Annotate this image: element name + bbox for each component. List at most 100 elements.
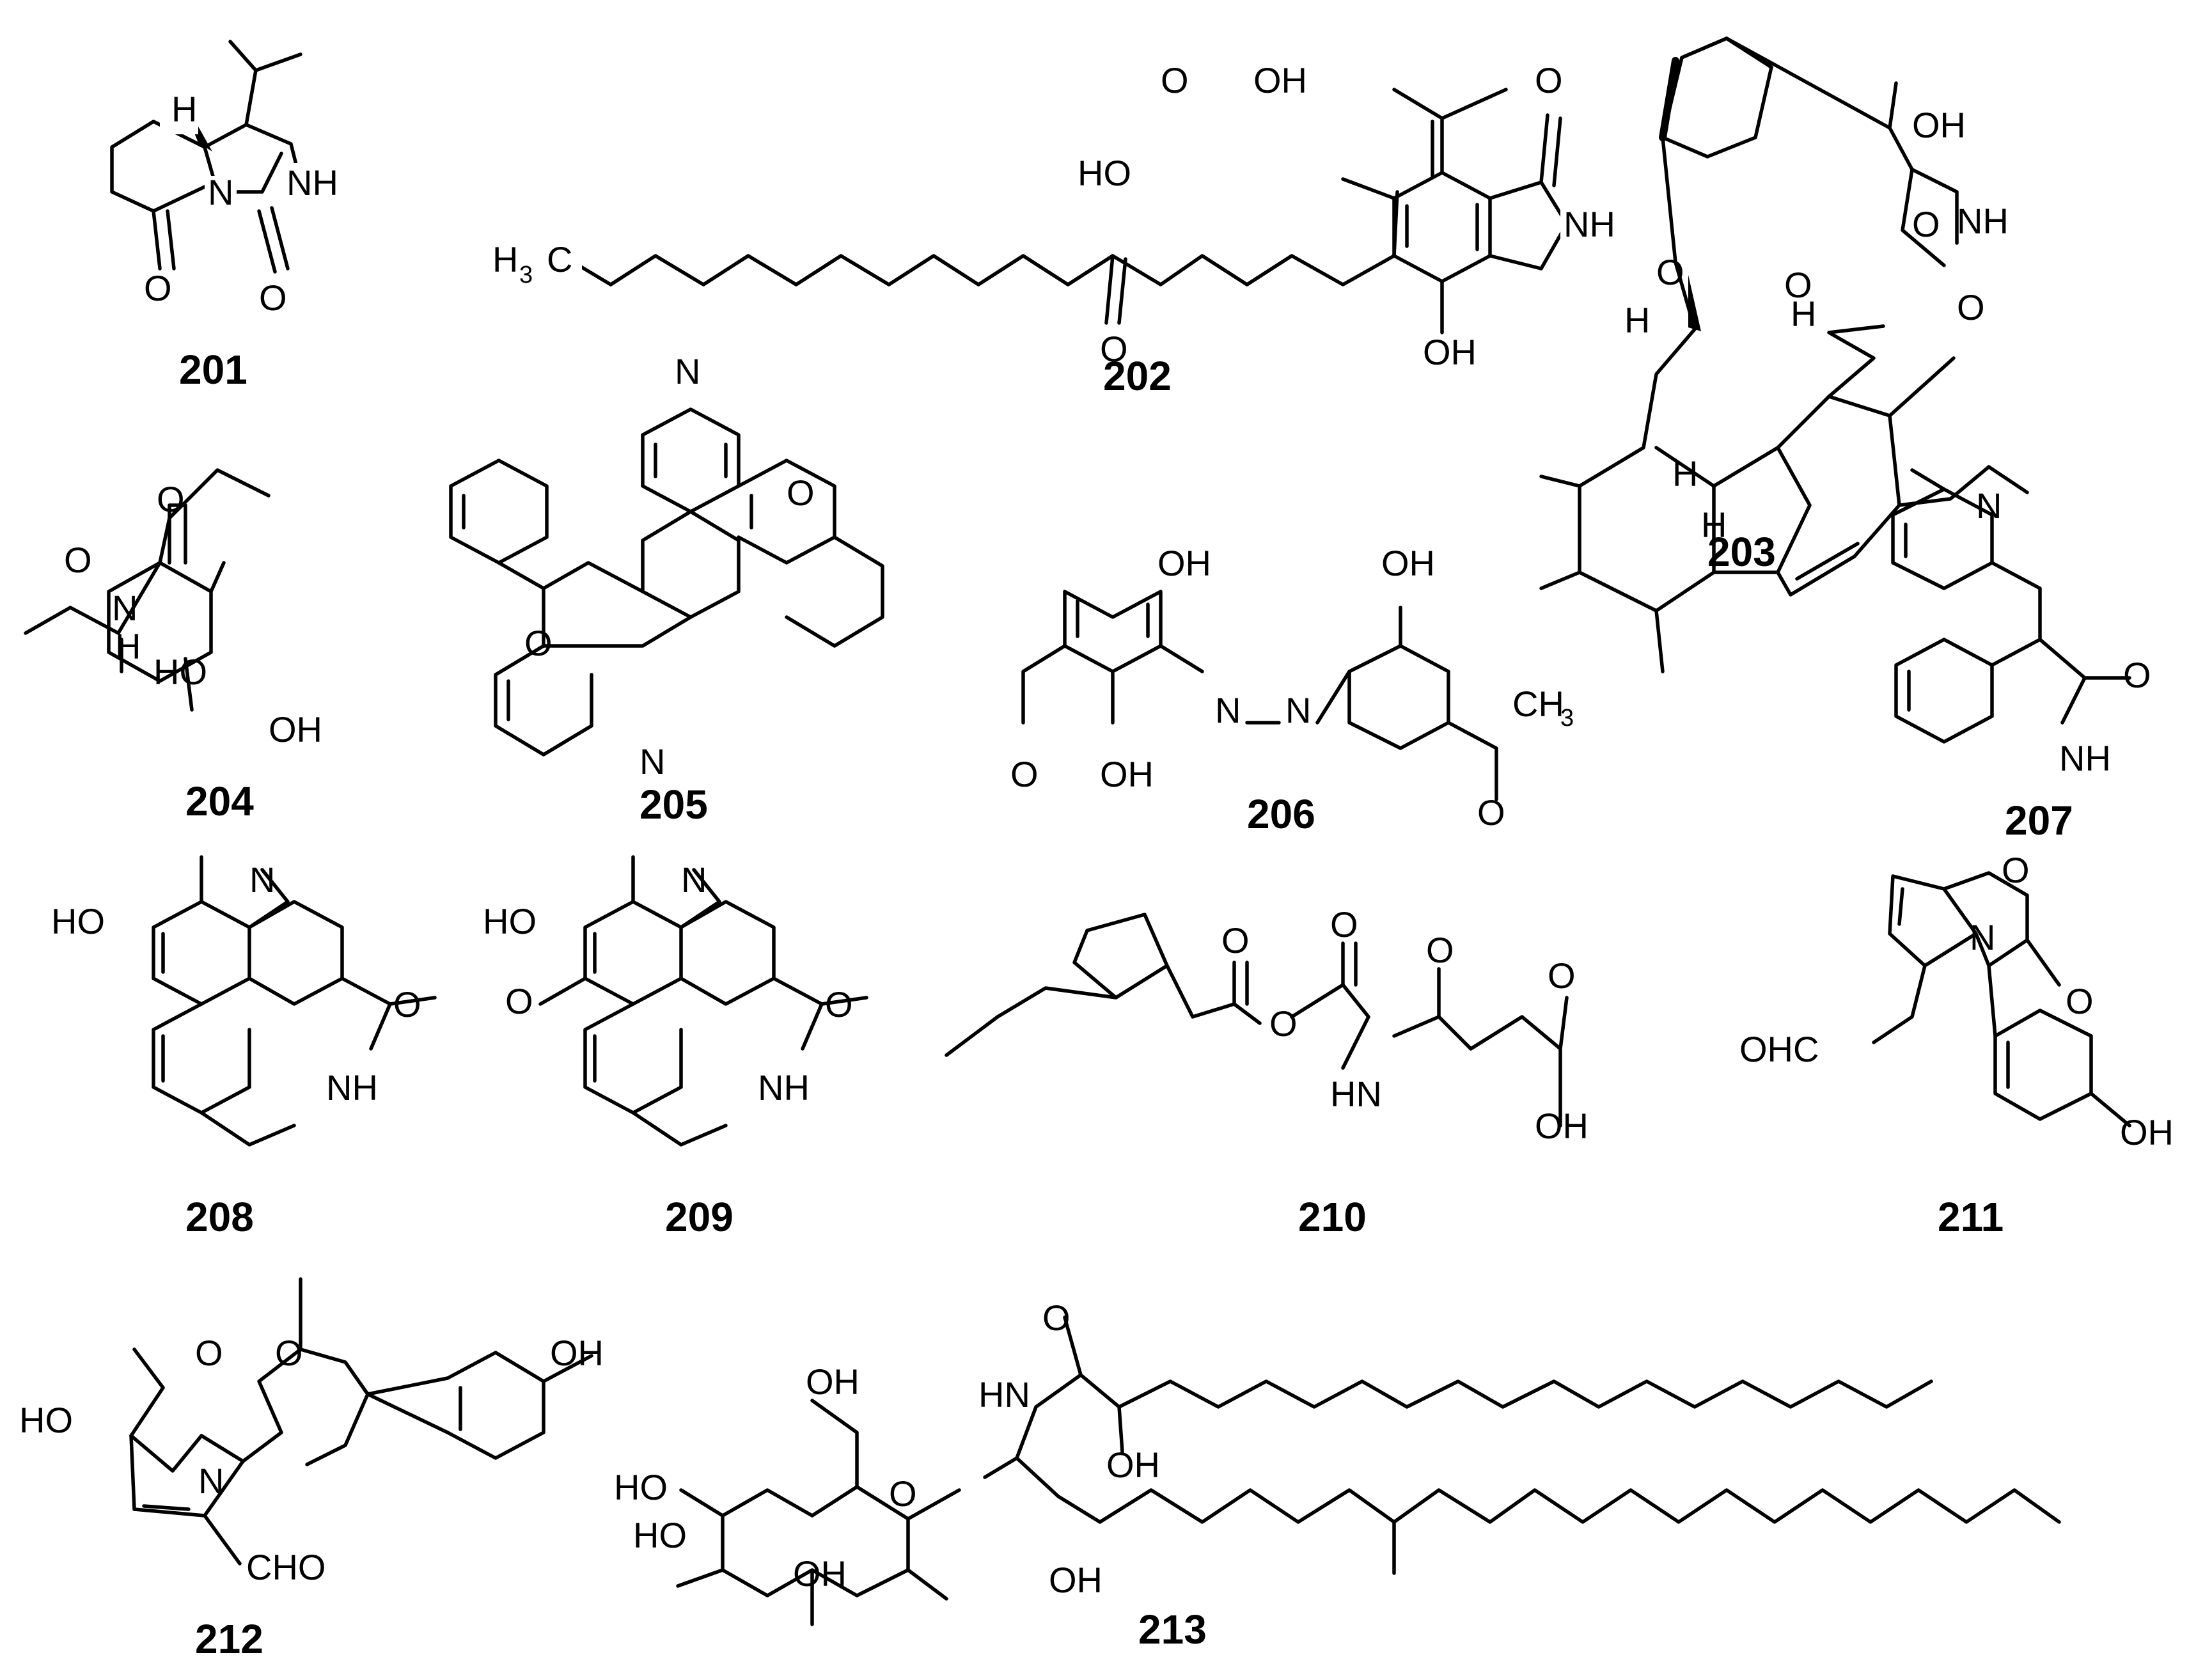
atom-203-9: H (1701, 505, 1727, 545)
atom-210-0: O (1221, 920, 1250, 961)
label-210: 210 (1298, 1194, 1367, 1240)
atom-202-3: O (1535, 60, 1563, 100)
atom-206-2: O (1010, 754, 1039, 794)
atom-206-0: OH (1157, 543, 1211, 583)
atom-208-2: O (393, 984, 421, 1024)
compound-207: N O NH 207 (1891, 468, 2151, 844)
atom-210-3: HN (1330, 1074, 1382, 1114)
atom-213-7: HO (633, 1515, 687, 1555)
compound-203: OH O NH O O O H H H H 203 (1539, 36, 2029, 673)
atom-205-0: N (675, 351, 700, 391)
atom-203-4: O (1784, 265, 1812, 305)
atom-206-3: OH (1381, 543, 1435, 583)
atom-208-0: HO (51, 901, 105, 941)
atom-203-1: O (1912, 204, 1940, 244)
compound-213: O HN OH OH HO O O HO OH OH 213 (614, 1298, 2061, 1652)
atom-209-1: N (681, 859, 707, 900)
atom-211-0: O (2002, 850, 2030, 890)
atom-206-1: OH (1100, 754, 1154, 794)
atom-210-2: O (1330, 904, 1358, 945)
atom-206-7: 3 (1560, 705, 1574, 732)
atom-203-8: H (1672, 453, 1698, 494)
atom-208-3: NH (326, 1067, 378, 1108)
atom-213-0: O (1042, 1298, 1071, 1338)
atom-213-4: HO (614, 1467, 668, 1507)
atom-211-3: OHC (1739, 1029, 1819, 1069)
atom-201-4: O (259, 278, 287, 318)
atom-207-2: NH (2059, 738, 2111, 778)
compound-208: HO N O NH 208 (51, 855, 437, 1240)
atom-205-2: O (524, 623, 553, 663)
label-202: 202 (1103, 353, 1172, 399)
atom-202-1: OH (1253, 60, 1307, 100)
label-201: 201 (179, 347, 247, 393)
atom-204-4: HO (153, 652, 207, 692)
compound-205: N O O N 205 (449, 351, 884, 828)
label-212: 212 (195, 1616, 263, 1662)
atom-207-0: N (1976, 485, 2002, 526)
atom-208-1: N (249, 859, 275, 900)
atom-202-4: NH (1564, 204, 1615, 244)
atom-207-1: O (2123, 655, 2151, 695)
atom-209-3: O (825, 984, 853, 1024)
atom-203-5: O (1656, 252, 1684, 292)
label-208: 208 (185, 1194, 254, 1240)
atom-202-0: O (1161, 60, 1189, 100)
atom-210-6: OH (1535, 1106, 1588, 1146)
label-205: 205 (639, 781, 708, 828)
atom-205-1: O (787, 473, 815, 513)
atom-204-5: OH (269, 709, 322, 750)
atom-203-0: OH (1912, 105, 1966, 145)
atom-210-1: O (1269, 1003, 1298, 1044)
atom-203-6: H (1624, 300, 1650, 340)
compound-201: H N NH O O 201 (110, 40, 339, 393)
atom-213-2: OH (1106, 1445, 1160, 1485)
label-206: 206 (1247, 791, 1315, 837)
atom-206-5: N (1285, 690, 1311, 730)
label-209: 209 (665, 1194, 733, 1240)
label-211: 211 (1938, 1194, 2004, 1240)
compound-204: O O N H HO OH 204 (24, 468, 322, 824)
atom-213-3: OH (806, 1362, 859, 1402)
compound-202: O OH HO O NH H C 3 O OH 202 (492, 60, 1618, 399)
atom-203-3: O (1957, 287, 1985, 327)
atom-210-5: O (1548, 955, 1576, 996)
atom-213-8: OH (793, 1553, 847, 1594)
atom-202-6: C (547, 239, 572, 279)
atom-203-7: H (1791, 294, 1816, 334)
atom-212-0: OH (550, 1333, 604, 1373)
atom-203-2: NH (1957, 201, 2009, 241)
atom-209-4: NH (758, 1067, 810, 1108)
atom-209-2: O (505, 981, 533, 1021)
atom-212-2: O (275, 1333, 303, 1373)
atom-202-7: 3 (519, 262, 533, 288)
atom-201-3: O (144, 268, 172, 308)
label-213: 213 (1138, 1606, 1207, 1652)
atom-202-9: OH (1423, 332, 1477, 372)
atom-211-4: OH (2120, 1112, 2174, 1152)
atom-201-1: N (208, 172, 233, 212)
label-204: 204 (185, 778, 254, 824)
atom-209-0: HO (483, 901, 537, 941)
compound-209: HO N O O NH 209 (483, 855, 868, 1240)
atom-202-8: O (1100, 329, 1128, 369)
atom-212-1: O (195, 1333, 223, 1373)
atom-212-5: CHO (246, 1547, 326, 1587)
atom-210-4: O (1426, 930, 1454, 970)
atom-206-6: CH (1512, 684, 1564, 724)
atom-213-1: HN (978, 1374, 1030, 1415)
atom-211-2: O (2066, 981, 2094, 1021)
atom-206-8: O (1477, 792, 1505, 833)
atom-205-3: N (639, 741, 665, 781)
atom-202-2: HO (1078, 153, 1131, 193)
compound-212: OH O O HO N CHO 212 (19, 1277, 604, 1662)
atom-202-5: H (492, 239, 518, 279)
compound-210: O O O HN O O OH 210 (945, 904, 1588, 1240)
atom-212-4: N (198, 1461, 224, 1501)
atom-201-2: NH (286, 162, 338, 203)
atom-213-5: O (889, 1473, 917, 1514)
atom-206-4: N (1215, 690, 1241, 730)
atom-213-9: OH (1049, 1560, 1102, 1600)
